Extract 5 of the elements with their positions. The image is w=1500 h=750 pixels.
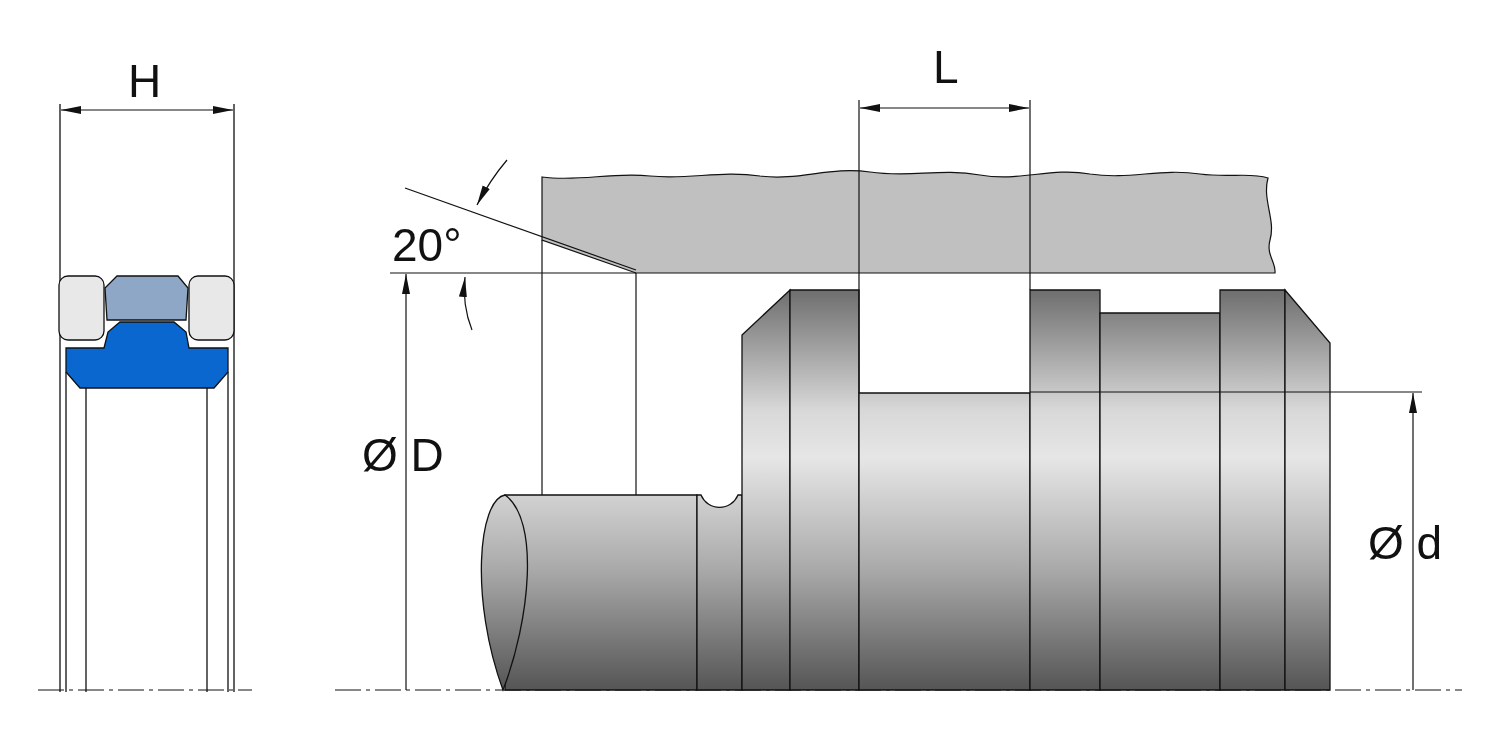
dimension-label: Ø d bbox=[1368, 520, 1443, 566]
dimension-label: L bbox=[933, 44, 959, 90]
dimension-label: Ø D bbox=[362, 432, 444, 478]
dimension-label: H bbox=[128, 58, 162, 104]
dimension-label: 20° bbox=[392, 222, 462, 268]
